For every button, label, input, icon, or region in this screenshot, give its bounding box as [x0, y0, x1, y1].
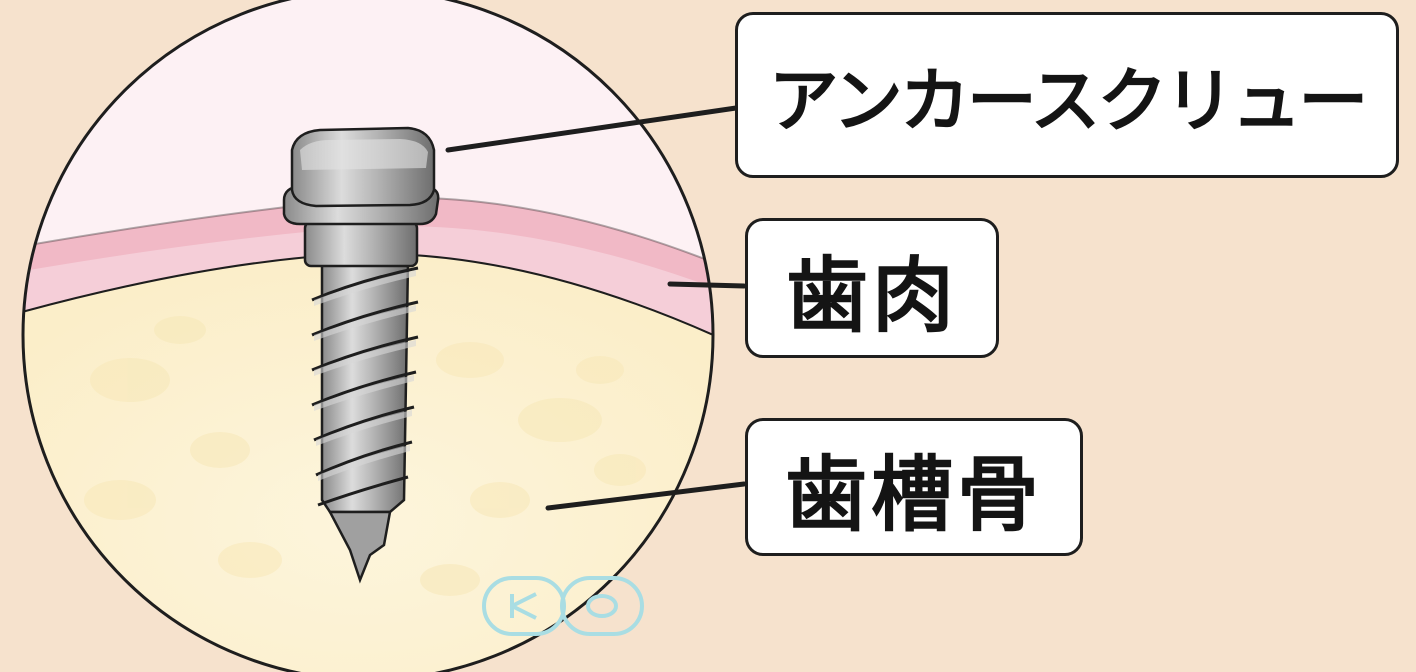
ko-watermark-letters — [510, 592, 618, 620]
screw-threads — [311, 266, 419, 507]
screw-tip — [327, 510, 392, 584]
label-anchor-screw-text: アンカースクリュー — [768, 59, 1369, 142]
label-alveolar-bone: 歯槽骨 — [745, 418, 1083, 556]
leader-lines — [445, 105, 747, 511]
screw-neck — [303, 220, 419, 268]
label-gum-text: 歯肉 — [785, 248, 958, 344]
bone-texture — [84, 316, 646, 596]
label-anchor-screw: アンカースクリュー — [735, 12, 1399, 178]
leader-line-bone — [545, 481, 747, 511]
gum-band — [23, 197, 713, 340]
leader-line-anchor — [445, 105, 739, 153]
anchor-screw-icon — [282, 126, 440, 584]
ko-watermark-logo — [482, 576, 644, 636]
leader-line-gum — [667, 281, 747, 289]
label-gum: 歯肉 — [745, 218, 999, 358]
label-alveolar-bone-text: 歯槽骨 — [784, 447, 1043, 543]
